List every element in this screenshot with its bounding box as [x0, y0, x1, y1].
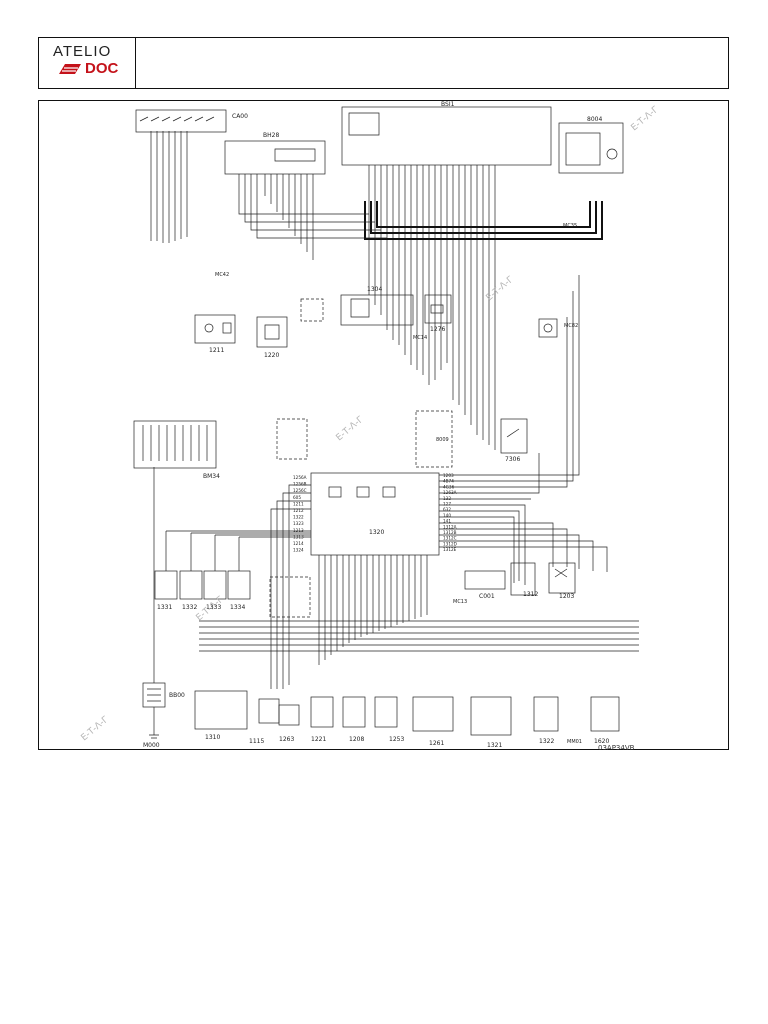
- ecu-pin-label: 1214: [293, 541, 304, 546]
- logo-text-bottom: DOC: [85, 60, 119, 77]
- label-mc13: MC13: [453, 599, 467, 605]
- label-1276: 1276: [430, 326, 445, 333]
- ca00-box: [135, 109, 227, 133]
- svg-text:Ε-Τ-Λ-Γ: Ε-Τ-Λ-Γ: [335, 415, 366, 443]
- label-1310: 1310: [205, 734, 220, 741]
- label-mc14: MC14: [413, 335, 427, 341]
- svg-text:Ε-Τ-Λ-Γ: Ε-Τ-Λ-Γ: [80, 715, 111, 743]
- label-mc82: MC82: [564, 323, 578, 329]
- ecu-pin-label: 1203: [443, 473, 454, 478]
- label-1261: 1261: [429, 740, 444, 747]
- ecu-pin-label: 132: [443, 496, 451, 501]
- label-8004: 8004: [587, 116, 602, 123]
- ecu-box: [310, 472, 440, 556]
- label-1203: 1203: [559, 593, 574, 600]
- bsi-box: [341, 106, 552, 166]
- ecu-pin-label: 605: [293, 495, 301, 500]
- ecu-pin-label: 1312B: [443, 530, 457, 535]
- ecu-pin-label: 4G36: [443, 484, 455, 489]
- ecu-pin-label: 632: [443, 507, 451, 512]
- label-1322: 1322: [539, 738, 554, 745]
- title-block: ATELIO DOC: [38, 37, 729, 89]
- ecu-pin-label: 127: [443, 502, 451, 507]
- label-1333: 1333: [206, 604, 221, 611]
- label-c001: C001: [479, 593, 495, 600]
- label-m000: M000: [143, 742, 160, 749]
- diagram-canvas: Ε-Τ-Λ-Γ Ε-Τ-Λ-Γ Ε-Τ-Λ-Γ Ε-Τ-Λ-Γ Ε-Τ-Λ-Γ …: [80, 101, 661, 749]
- bm34-box: [133, 420, 217, 469]
- label-ca00: CA00: [232, 113, 248, 120]
- ecu-pin-label: 1256A: [293, 475, 307, 480]
- ecu-pin-label: 1256B: [293, 482, 307, 487]
- label-1263: 1263: [279, 736, 294, 743]
- ecu-pin-label: 1312A: [443, 524, 457, 529]
- label-1620: 1620: [594, 738, 609, 745]
- label-bsi: BSI1: [441, 101, 455, 108]
- ecu-pin-label: 1256C: [293, 488, 307, 493]
- ecu-pin-label: 1263A: [443, 490, 457, 495]
- label-ecu: 1320: [369, 529, 384, 536]
- label-mc35: MC35: [563, 223, 577, 229]
- ecu-pin-label: 4B74: [443, 479, 454, 484]
- ecu-left-pins: 1256A1256B1256C6051211121213221323121313…: [293, 475, 307, 553]
- label-7306: 7306: [505, 456, 520, 463]
- label-1321: 1321: [487, 742, 502, 749]
- label-1331: 1331: [157, 604, 172, 611]
- label-1332: 1332: [182, 604, 197, 611]
- label-1253: 1253: [389, 736, 404, 743]
- label-bb00: BB00: [169, 692, 185, 699]
- ecu-right-pins: 12034B744G361263A1321276321401411312A131…: [443, 473, 457, 552]
- label-1304: 1304: [367, 286, 382, 293]
- ecu-pin-label: 140: [443, 513, 451, 518]
- logo-text-top: ATELIO: [53, 43, 112, 60]
- ecu-pin-label: 1312C: [443, 536, 457, 541]
- ecu-pin-label: 1323: [293, 521, 304, 526]
- ecu-pin-label: 1212: [293, 508, 304, 513]
- watermark-group: Ε-Τ-Λ-Γ Ε-Τ-Λ-Γ Ε-Τ-Λ-Γ Ε-Τ-Λ-Γ Ε-Τ-Λ-Γ: [80, 105, 661, 743]
- ecu-pin-label: 1312E: [443, 547, 457, 552]
- diagram-reference: 03AP34VB: [598, 744, 635, 752]
- label-1220: 1220: [264, 352, 279, 359]
- label-8009: 8009: [436, 437, 449, 443]
- label-1115: 1115: [249, 738, 264, 745]
- logo-mark-icon: [59, 64, 81, 74]
- logo: ATELIO DOC: [39, 38, 136, 88]
- label-1208: 1208: [349, 736, 364, 743]
- ecu-pin-label: 1313: [293, 534, 304, 539]
- label-1334: 1334: [230, 604, 245, 611]
- ecu-pin-label: 1324: [293, 548, 304, 553]
- ecu-pin-label: 1312D: [443, 541, 457, 546]
- label-1211: 1211: [209, 347, 224, 354]
- label-mm01: MM01: [567, 739, 582, 745]
- label-1312: 1312: [523, 591, 538, 598]
- label-1221: 1221: [311, 736, 326, 743]
- label-bm34: BM34: [203, 473, 220, 480]
- label-bh28: BH28: [263, 132, 279, 139]
- ecu-pin-label: 1322: [293, 515, 304, 520]
- ecu-pin-label: 1211: [293, 501, 304, 506]
- ecu-pin-label: 1213: [293, 528, 304, 533]
- wiring-diagram: Ε-Τ-Λ-Γ Ε-Τ-Λ-Γ Ε-Τ-Λ-Γ Ε-Τ-Λ-Γ Ε-Τ-Λ-Γ …: [38, 100, 729, 750]
- label-mc42: MC42: [215, 272, 229, 278]
- svg-text:Ε-Τ-Λ-Γ: Ε-Τ-Λ-Γ: [630, 105, 661, 133]
- ecu-pin-label: 141: [443, 519, 451, 524]
